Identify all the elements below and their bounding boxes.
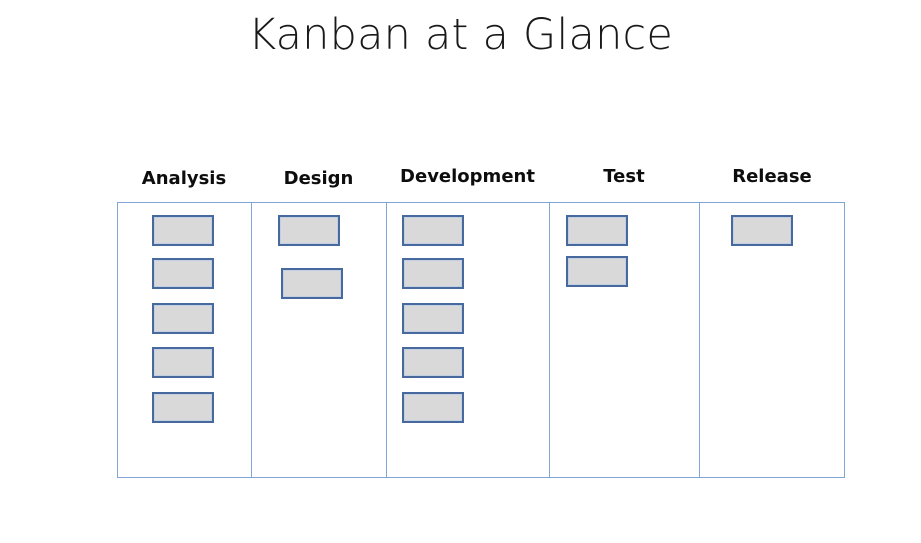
kanban-card-analysis-5[interactable] [152,392,214,423]
kanban-card-development-5[interactable] [402,392,464,423]
column-header-test: Test [603,166,645,187]
kanban-card-analysis-4[interactable] [152,347,214,378]
column-divider-1 [251,202,252,478]
kanban-card-development-3[interactable] [402,303,464,334]
kanban-card-design-1[interactable] [278,215,340,246]
kanban-card-design-2[interactable] [281,268,343,299]
column-header-development: Development [400,166,535,187]
kanban-card-analysis-2[interactable] [152,258,214,289]
kanban-card-analysis-1[interactable] [152,215,214,246]
kanban-card-test-1[interactable] [566,215,628,246]
column-divider-4 [699,202,700,478]
kanban-card-development-2[interactable] [402,258,464,289]
kanban-card-test-2[interactable] [566,256,628,287]
column-header-design: Design [283,168,354,189]
kanban-board [117,202,845,478]
kanban-card-analysis-3[interactable] [152,303,214,334]
page-title: Kanban at a Glance [247,10,674,60]
column-divider-3 [549,202,550,478]
column-header-analysis: Analysis [141,168,227,189]
kanban-card-development-4[interactable] [402,347,464,378]
kanban-card-development-1[interactable] [402,215,464,246]
column-header-release: Release [732,166,812,187]
kanban-card-release-1[interactable] [731,215,793,246]
column-divider-2 [386,202,387,478]
